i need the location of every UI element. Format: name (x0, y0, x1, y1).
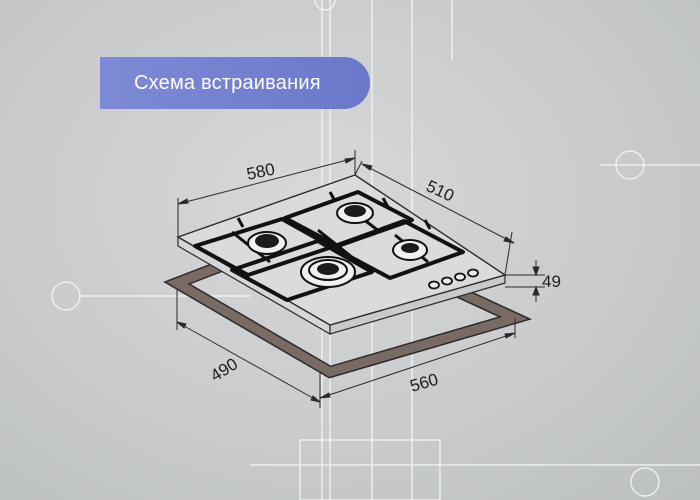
dimension-cutout-width-label: 560 (408, 370, 441, 396)
dimension-cutout-depth-label: 490 (207, 354, 241, 385)
burners (247, 202, 428, 288)
dimension-560-line (319, 318, 516, 399)
dimension-width-label: 580 (245, 159, 277, 183)
dimension-49-line (505, 260, 545, 302)
knob-3 (454, 272, 466, 282)
dimension-490-line (176, 290, 321, 408)
dimension-depth-label: 510 (423, 176, 457, 205)
burner-rear-right (336, 202, 374, 224)
control-knobs (428, 268, 479, 290)
banner: Схема встраивания (100, 57, 370, 109)
burner-front-left (300, 256, 356, 288)
banner-title: Схема встраивания (134, 71, 321, 94)
knob-4 (467, 268, 479, 278)
knob-1 (428, 280, 440, 290)
burner-front-right (392, 239, 428, 261)
knob-2 (441, 276, 453, 286)
dimension-580-line (177, 150, 356, 237)
dimension-510-line (354, 160, 515, 276)
dimension-height-label: 49 (542, 272, 561, 291)
burner-rear-left (247, 231, 287, 255)
